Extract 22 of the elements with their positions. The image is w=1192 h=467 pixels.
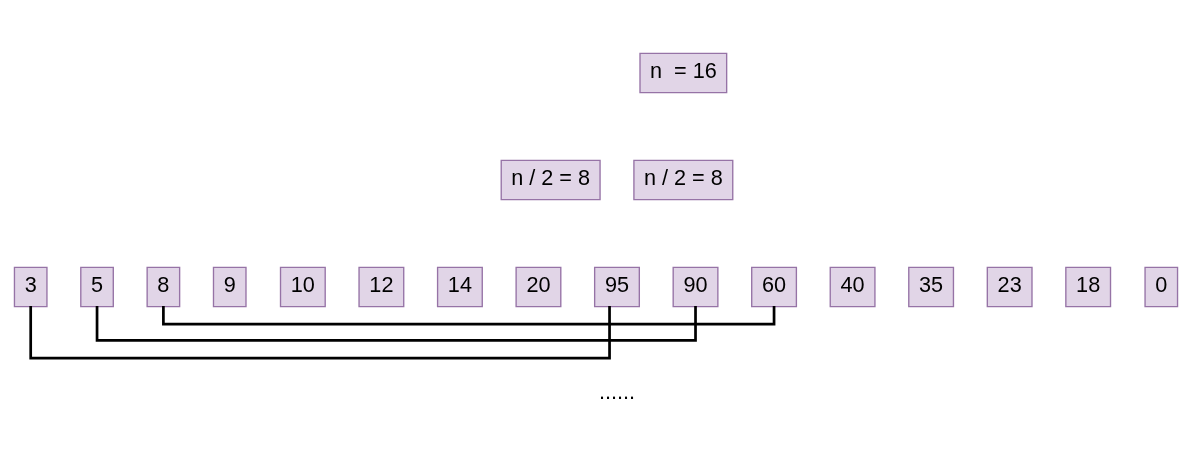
node-box: 40	[829, 266, 876, 308]
node-box: 3	[13, 266, 48, 308]
node-box: n = 16	[639, 52, 728, 94]
node-box: 35	[908, 266, 955, 308]
node-box: 12	[358, 266, 405, 308]
connector	[29, 305, 611, 360]
node-box: 5	[80, 266, 114, 308]
node-box: 20	[515, 266, 562, 308]
node-box: 90	[672, 266, 719, 308]
node-box: 0	[1144, 266, 1179, 308]
label: ......	[598, 379, 636, 405]
node-box: 10	[279, 266, 326, 308]
node-box: n / 2 = 8	[633, 159, 734, 201]
node-box: 60	[751, 266, 798, 308]
node-box: n / 2 = 8	[500, 159, 601, 201]
node-box: 9	[212, 266, 247, 308]
node-box: 95	[593, 266, 640, 308]
node-box: 18	[1065, 266, 1112, 308]
node-box: 8	[146, 266, 181, 308]
connector	[95, 305, 697, 342]
node-box: 23	[986, 266, 1033, 308]
node-box: 14	[436, 266, 483, 308]
